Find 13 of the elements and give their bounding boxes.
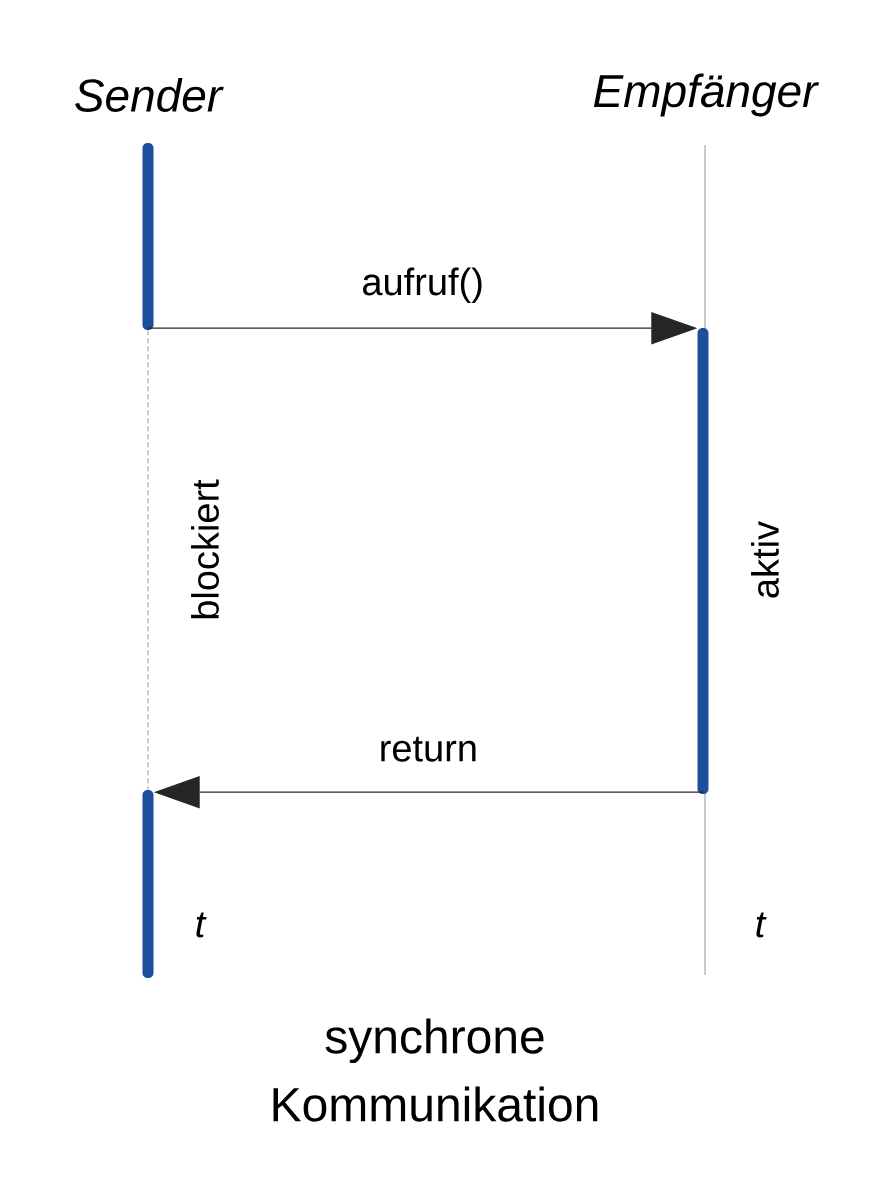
edge-label: aufruf(): [363, 267, 482, 303]
activation-bar: [697, 328, 709, 794]
time-label: t: [756, 912, 767, 938]
activation-bar: [142, 143, 154, 330]
edge-label: return: [381, 736, 476, 762]
participant-name: Sender: [75, 78, 224, 112]
activation-bar: [142, 790, 154, 978]
lifeline: [147, 329, 149, 791]
participant-name: Empfänger: [593, 73, 820, 117]
state-label: aktiv: [751, 521, 779, 598]
caption: synchrone Kommunikation: [273, 1018, 598, 1122]
time-label: t: [196, 912, 207, 938]
state-label: blockiert: [191, 479, 219, 619]
